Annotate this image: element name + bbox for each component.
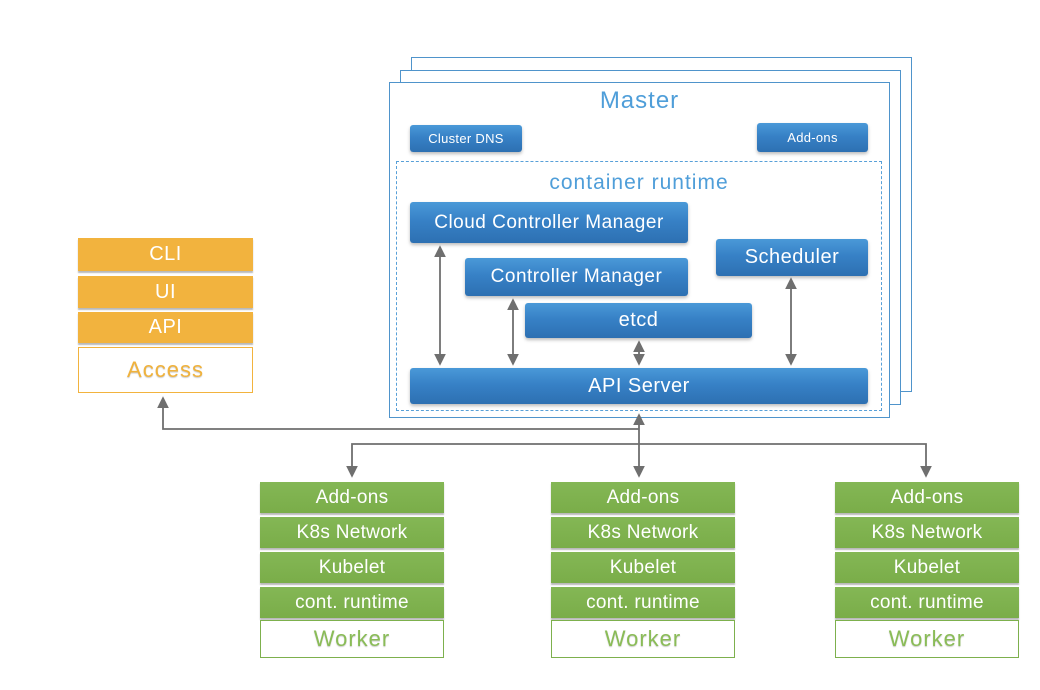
worker1-kubelet-bar: Kubelet: [260, 552, 444, 583]
access-base-box: Access: [78, 347, 253, 393]
master-addons-node: Add-ons: [757, 123, 868, 152]
scheduler-node: Scheduler: [716, 239, 868, 276]
etcd-node: etcd: [525, 303, 752, 338]
worker3-cont-runtime-bar: cont. runtime: [835, 587, 1019, 618]
api-server-node: API Server: [410, 368, 868, 404]
cluster-dns-node: Cluster DNS: [410, 125, 522, 152]
worker3-addons-bar: Add-ons: [835, 482, 1019, 513]
worker2-k8s-network-bar: K8s Network: [551, 517, 735, 548]
worker2-addons-bar: Add-ons: [551, 482, 735, 513]
worker3-base-box: Worker: [835, 620, 1019, 658]
worker1-cont-runtime-bar: cont. runtime: [260, 587, 444, 618]
container-runtime-title: container runtime: [549, 171, 729, 194]
worker3-kubelet-bar: Kubelet: [835, 552, 1019, 583]
worker2-kubelet-bar: Kubelet: [551, 552, 735, 583]
access-cli-bar: CLI: [78, 238, 253, 271]
worker3-k8s-network-bar: K8s Network: [835, 517, 1019, 548]
worker2-base-box: Worker: [551, 620, 735, 658]
access-api-bar: API: [78, 312, 253, 343]
cloud-controller-manager-node: Cloud Controller Manager: [410, 202, 688, 243]
master-title: Master: [599, 87, 680, 114]
worker2-cont-runtime-bar: cont. runtime: [551, 587, 735, 618]
controller-manager-node: Controller Manager: [465, 258, 688, 296]
arrow-apiserver-worker1-worker3: [346, 443, 932, 478]
worker1-addons-bar: Add-ons: [260, 482, 444, 513]
access-ui-bar: UI: [78, 276, 253, 308]
worker1-k8s-network-bar: K8s Network: [260, 517, 444, 548]
container-runtime-region: [396, 161, 882, 411]
worker1-base-box: Worker: [260, 620, 444, 658]
